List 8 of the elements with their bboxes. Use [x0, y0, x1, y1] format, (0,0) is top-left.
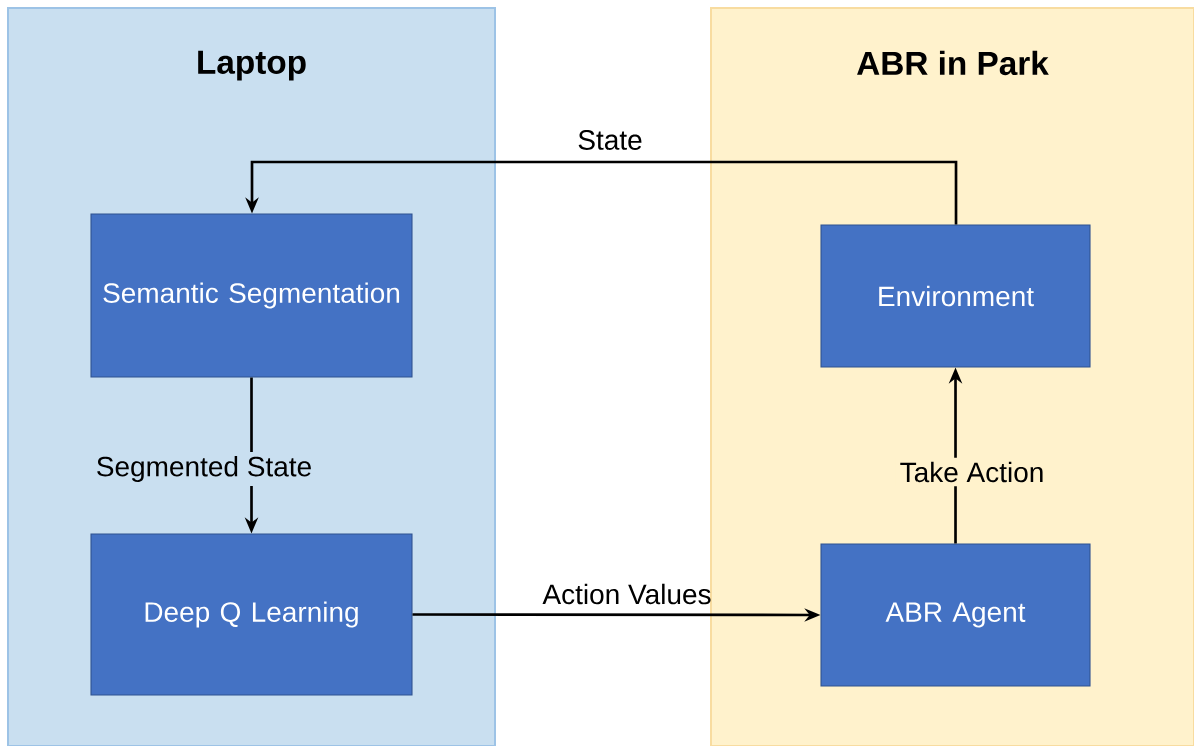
- edge-label: Segmented State: [91, 451, 317, 487]
- edge-label: Action Values: [542, 583, 711, 605]
- process-box: Semantic Segmentation: [90, 213, 413, 378]
- edge-label: Take Action: [895, 457, 1049, 487]
- process-box: ABR Agent: [820, 543, 1091, 687]
- process-box: Deep Q Learning: [90, 533, 413, 696]
- process-box: Environment: [820, 224, 1091, 368]
- edge-label: State: [578, 130, 642, 150]
